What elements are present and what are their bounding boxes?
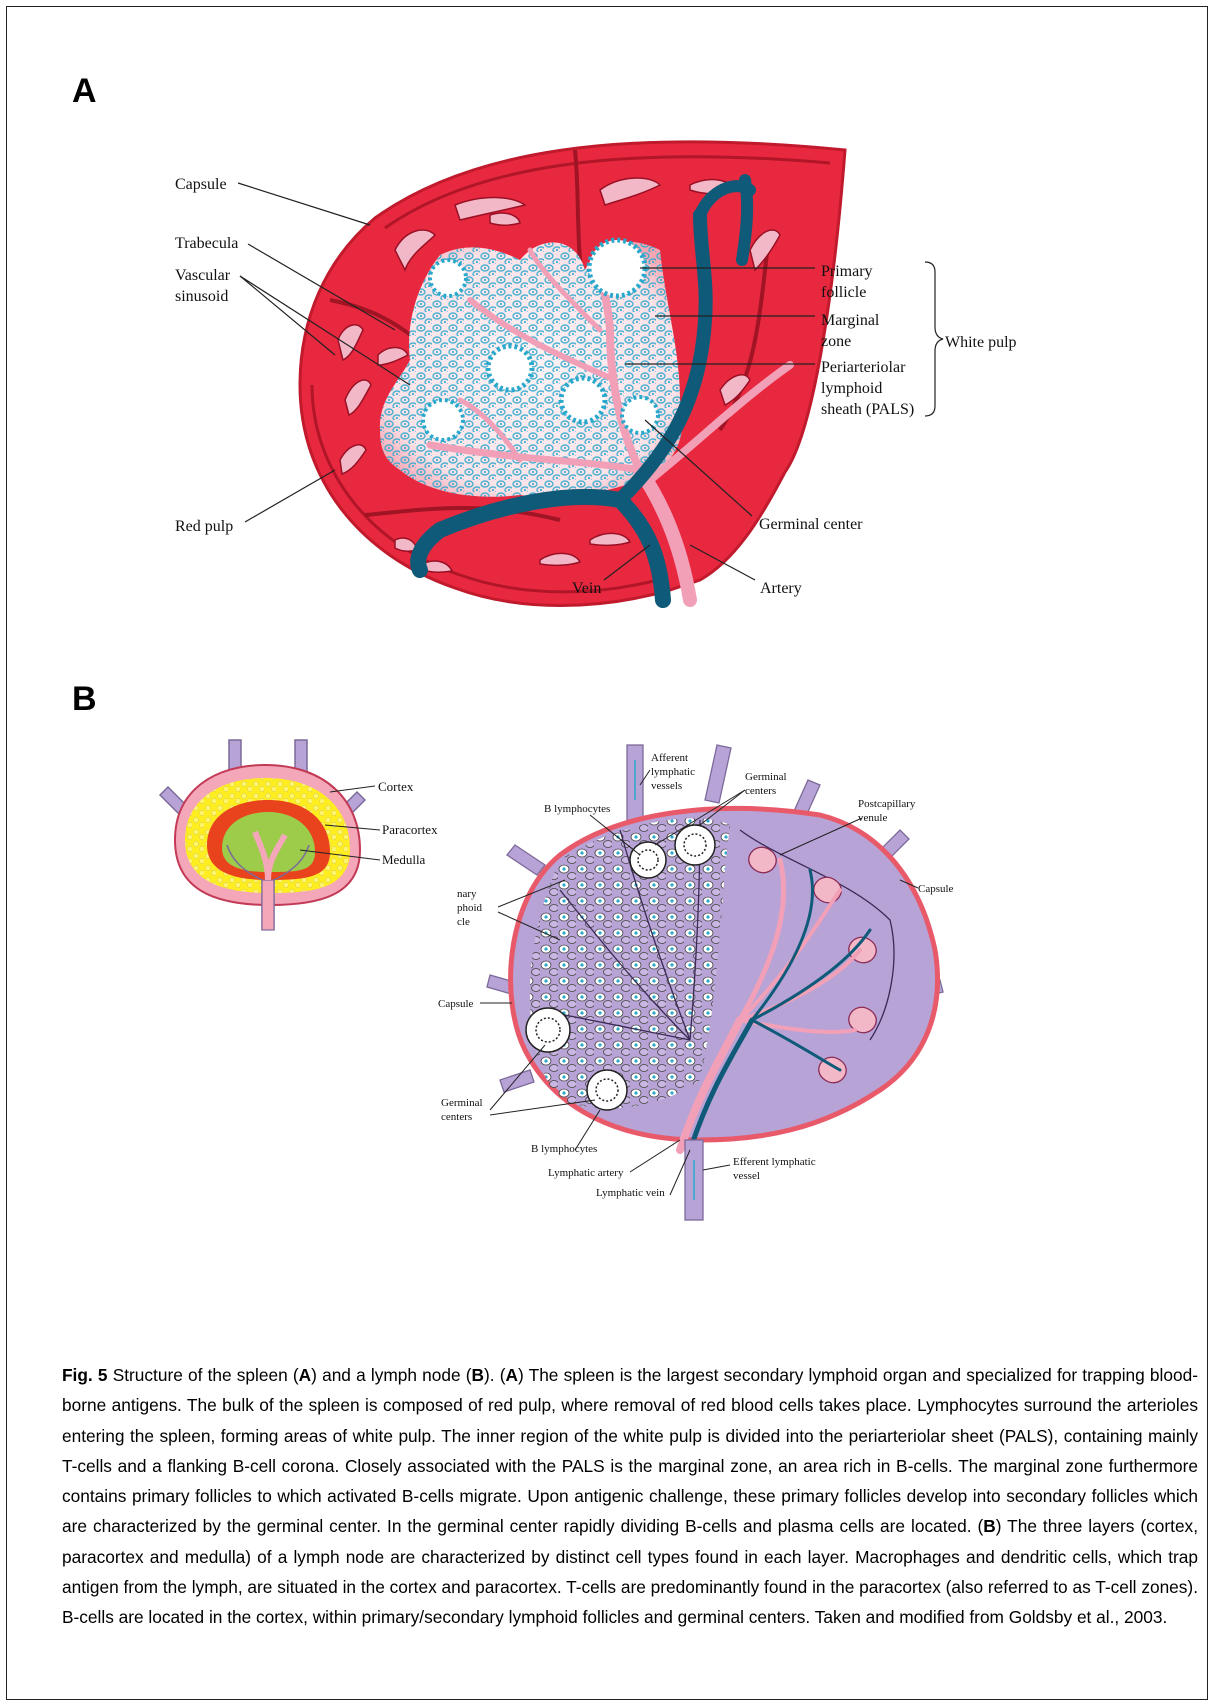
germinal-center bbox=[675, 825, 715, 865]
label-centers-bottom: centers bbox=[441, 1111, 472, 1123]
lymph-node-layers-diagram: Cortex Paracortex Medulla bbox=[160, 740, 438, 930]
figure-caption: Fig. 5 Structure of the spleen (A) and a… bbox=[62, 1360, 1198, 1633]
label-lymphatic-vein: Lymphatic vein bbox=[596, 1187, 665, 1199]
label-capsule-left: Capsule bbox=[438, 998, 474, 1010]
label-cortex: Cortex bbox=[378, 779, 414, 794]
label-centers-top: centers bbox=[745, 785, 776, 797]
caption-text: ) The spleen is the largest secondary ly… bbox=[62, 1365, 1198, 1536]
germinal-center bbox=[587, 1070, 627, 1110]
label-lymphatic-artery: Lymphatic artery bbox=[548, 1167, 624, 1179]
label-paracortex: Paracortex bbox=[382, 822, 438, 837]
label-germinal-top: Germinal bbox=[745, 771, 787, 783]
germinal-center bbox=[526, 1008, 570, 1052]
label-trabecula: Trabecula bbox=[175, 235, 238, 252]
follicle bbox=[561, 378, 605, 422]
label-efferent: Efferent lymphatic bbox=[733, 1156, 816, 1168]
caption-text: ). ( bbox=[484, 1365, 506, 1385]
caption-text: Structure of the spleen ( bbox=[108, 1365, 299, 1385]
label-medulla: Medulla bbox=[382, 852, 426, 867]
label-periarteriolar: Periarteriolar bbox=[821, 359, 906, 376]
spleen-diagram: Capsule Trabecula Vascular sinusoid Red … bbox=[175, 142, 1017, 606]
follicle bbox=[430, 260, 466, 296]
label-white-pulp: White pulp bbox=[945, 334, 1017, 351]
caption-text: ) and a lymph node ( bbox=[311, 1365, 471, 1385]
lymph-node-detail-diagram: Afferent lymphatic vessels Germinal cent… bbox=[438, 745, 954, 1220]
label-germinal-bottom: Germinal bbox=[441, 1097, 483, 1109]
caption-ref-a: A bbox=[506, 1365, 518, 1385]
label-vein: Vein bbox=[572, 580, 601, 597]
follicle bbox=[423, 400, 463, 440]
label-sinusoid: sinusoid bbox=[175, 288, 228, 305]
follicle bbox=[488, 346, 532, 390]
label-lymphoid-cut: phoid bbox=[457, 902, 483, 914]
small-efferent-vessel bbox=[262, 880, 274, 930]
label-primary-cut: nary bbox=[457, 888, 477, 900]
primary-follicle bbox=[589, 240, 645, 296]
label-follicle-cut: cle bbox=[457, 916, 470, 928]
label-postcapillary: Postcapillary bbox=[858, 798, 916, 810]
label-vascular: Vascular bbox=[175, 267, 231, 284]
label-capsule: Capsule bbox=[175, 176, 227, 193]
caption-ref-b: B bbox=[472, 1365, 484, 1385]
label-b-lymphocytes-bottom: B lymphocytes bbox=[531, 1143, 597, 1155]
label-venule: venule bbox=[858, 812, 887, 824]
label-red-pulp: Red pulp bbox=[175, 518, 233, 535]
label-efferent-vessel: vessel bbox=[733, 1170, 760, 1182]
label-capsule-right: Capsule bbox=[918, 883, 954, 895]
germinal-center bbox=[630, 842, 666, 878]
label-zone: zone bbox=[821, 333, 851, 350]
label-germinal-center: Germinal center bbox=[759, 516, 863, 533]
label-artery: Artery bbox=[760, 580, 802, 597]
label-primary: Primary bbox=[821, 263, 873, 280]
label-marginal: Marginal bbox=[821, 312, 880, 329]
label-follicle: follicle bbox=[821, 284, 866, 301]
label-lymphoid: lymphoid bbox=[821, 380, 882, 397]
caption-ref-b: B bbox=[983, 1516, 995, 1536]
caption-ref-a: A bbox=[299, 1365, 311, 1385]
label-afferent: Afferent bbox=[651, 752, 688, 764]
label-vessels: vessels bbox=[651, 780, 682, 792]
label-b-lymphocytes-top: B lymphocytes bbox=[544, 803, 610, 815]
label-sheath-pals: sheath (PALS) bbox=[821, 401, 914, 418]
label-lymphatic: lymphatic bbox=[651, 766, 695, 778]
caption-fig-label: Fig. 5 bbox=[62, 1365, 108, 1385]
